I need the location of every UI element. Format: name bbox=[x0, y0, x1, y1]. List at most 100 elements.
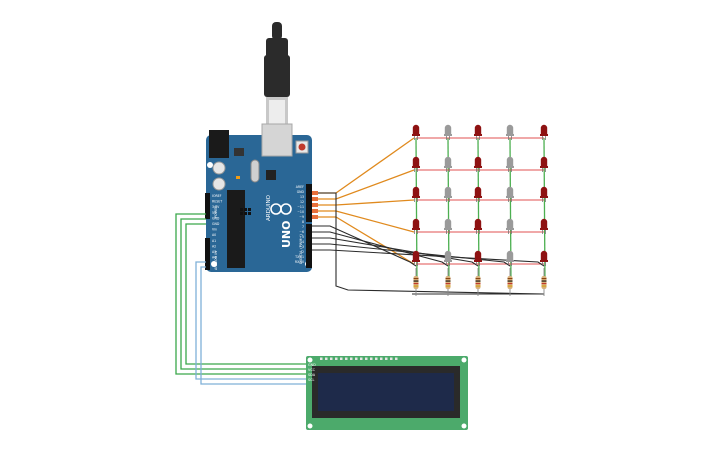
led[interactable] bbox=[474, 250, 482, 266]
lcd-vcc-wire[interactable] bbox=[180, 218, 306, 370]
lcd-pin-label: GND bbox=[308, 363, 316, 367]
digital-header-high[interactable] bbox=[306, 184, 312, 222]
power-label: POWER bbox=[214, 205, 218, 218]
resistor[interactable] bbox=[507, 268, 513, 296]
lcd-pin bbox=[370, 357, 373, 360]
mounting-hole bbox=[307, 357, 313, 363]
connected-pin bbox=[312, 209, 318, 213]
led[interactable] bbox=[540, 156, 548, 172]
resistor-body bbox=[413, 276, 419, 289]
led-rim bbox=[506, 260, 514, 262]
lcd-pin-label: SDA bbox=[308, 373, 316, 377]
usb-b-jack bbox=[261, 123, 293, 157]
led-body bbox=[540, 124, 548, 136]
row-signal-wire[interactable] bbox=[312, 199, 415, 206]
usb-plug bbox=[264, 55, 290, 97]
led-body bbox=[444, 156, 452, 168]
led[interactable] bbox=[412, 124, 420, 140]
led-matrix[interactable] bbox=[412, 124, 548, 266]
led-rim bbox=[412, 228, 420, 230]
led[interactable] bbox=[506, 218, 514, 234]
led[interactable] bbox=[540, 186, 548, 202]
header-pin-label: ~10 bbox=[297, 210, 304, 214]
connected-pin bbox=[312, 203, 318, 207]
resistor-body bbox=[475, 276, 481, 289]
led-body bbox=[412, 156, 420, 168]
lcd-pin bbox=[365, 357, 368, 360]
led[interactable] bbox=[474, 156, 482, 172]
led[interactable] bbox=[540, 250, 548, 266]
led-rim bbox=[474, 260, 482, 262]
resistor-body bbox=[541, 276, 547, 289]
lcd-power-wire[interactable] bbox=[185, 223, 306, 365]
led[interactable] bbox=[506, 156, 514, 172]
icsp-pin bbox=[248, 208, 251, 211]
led[interactable] bbox=[412, 250, 420, 266]
resistor-body bbox=[445, 276, 451, 289]
led-rim bbox=[444, 166, 452, 168]
analog-header[interactable] bbox=[205, 238, 210, 270]
lcd-gnd-wire[interactable] bbox=[175, 213, 306, 375]
led[interactable] bbox=[474, 186, 482, 202]
led[interactable] bbox=[474, 124, 482, 140]
led[interactable] bbox=[540, 218, 548, 234]
resistor[interactable] bbox=[541, 268, 547, 296]
led-rim bbox=[444, 196, 452, 198]
column-signal-wire[interactable] bbox=[312, 249, 545, 267]
resistor[interactable] bbox=[413, 268, 419, 296]
resistor-band bbox=[507, 280, 513, 282]
lcd-pin-label: VCC bbox=[308, 368, 316, 372]
mounting-hole bbox=[461, 357, 467, 363]
led-rim bbox=[540, 196, 548, 198]
resistor-band bbox=[541, 280, 547, 282]
resistor[interactable] bbox=[445, 268, 451, 296]
led[interactable] bbox=[540, 124, 548, 140]
led[interactable] bbox=[474, 218, 482, 234]
usb-cable[interactable] bbox=[264, 22, 290, 127]
led[interactable] bbox=[444, 186, 452, 202]
led[interactable] bbox=[444, 250, 452, 266]
lcd-pin bbox=[325, 357, 328, 360]
led[interactable] bbox=[412, 218, 420, 234]
icsp-pin bbox=[244, 212, 247, 215]
connected-pin-highlights bbox=[312, 191, 318, 219]
header-pin-label: 5V bbox=[212, 211, 217, 215]
led-rim bbox=[412, 134, 420, 136]
resistor-band bbox=[413, 278, 419, 280]
led[interactable] bbox=[444, 218, 452, 234]
resistor-band bbox=[541, 278, 547, 280]
led[interactable] bbox=[444, 124, 452, 140]
row-signal-wire[interactable] bbox=[312, 210, 415, 233]
resistor-band bbox=[445, 280, 451, 282]
row-signal-wire[interactable] bbox=[312, 137, 415, 194]
led-body bbox=[540, 186, 548, 198]
led[interactable] bbox=[506, 250, 514, 266]
mounting-hole bbox=[307, 423, 313, 429]
resistor-body bbox=[507, 276, 513, 289]
resistor[interactable] bbox=[475, 268, 481, 296]
led[interactable] bbox=[444, 156, 452, 172]
column-signal-wire[interactable] bbox=[312, 237, 479, 267]
led-rim bbox=[540, 134, 548, 136]
led[interactable] bbox=[412, 186, 420, 202]
lcd-sda-wire[interactable] bbox=[195, 261, 306, 380]
lcd-scl-wire[interactable] bbox=[200, 266, 306, 385]
led[interactable] bbox=[412, 156, 420, 172]
header-pin-label: RESET bbox=[212, 200, 222, 204]
digital-header-low[interactable] bbox=[306, 224, 312, 268]
column-signal-wire[interactable] bbox=[312, 225, 417, 267]
led[interactable] bbox=[506, 124, 514, 140]
led-body bbox=[412, 124, 420, 136]
power-header[interactable] bbox=[205, 193, 210, 219]
led[interactable] bbox=[506, 186, 514, 202]
ground-wire[interactable] bbox=[312, 192, 545, 295]
resistor-row[interactable] bbox=[413, 268, 547, 296]
usb-cable-sleeve bbox=[266, 38, 288, 58]
resistor-band bbox=[475, 278, 481, 280]
